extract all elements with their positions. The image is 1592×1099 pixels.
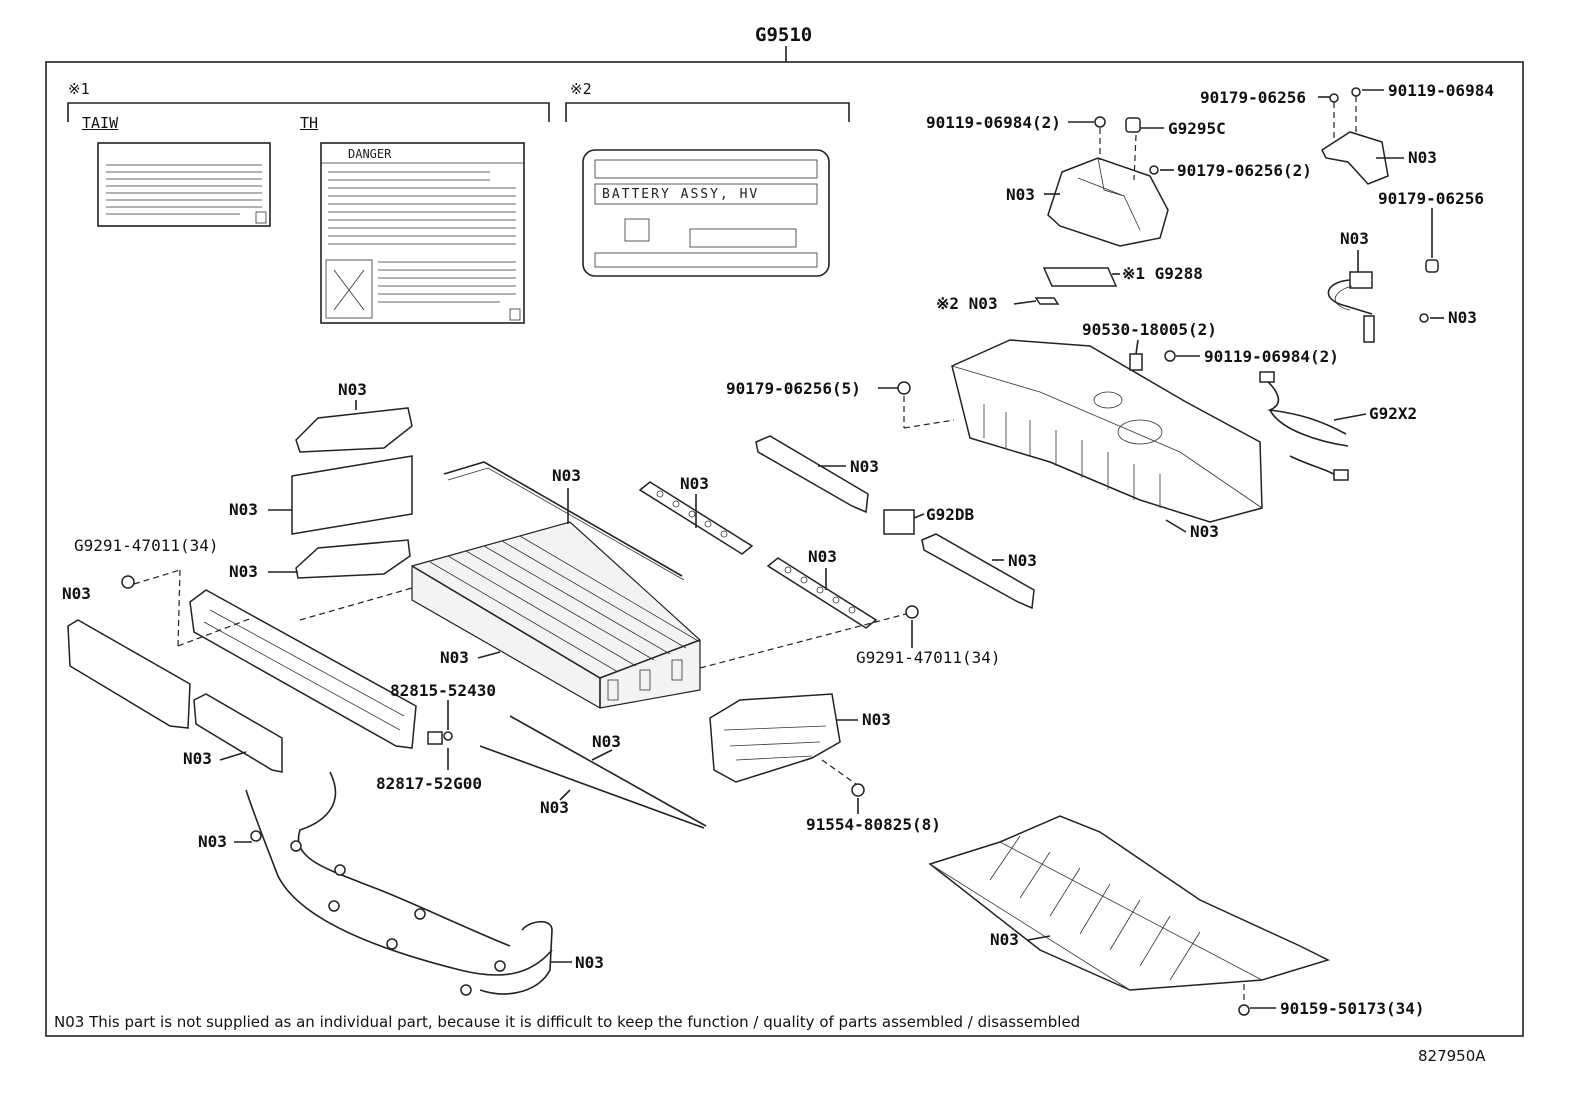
small-plate <box>193 693 283 773</box>
callout-90119-06984-top: 90119-06984 <box>1388 81 1494 100</box>
right-bracket-part <box>1321 87 1389 185</box>
callout-g92x2: G92X2 <box>1369 404 1418 423</box>
callout-90530-18005: 90530-18005(2) <box>1082 320 1217 339</box>
callout-n03-module: N03 <box>440 648 469 667</box>
callout-91554: 91554-80825(8) <box>806 815 941 834</box>
battery-module <box>411 521 701 709</box>
rod-bottom-b <box>509 715 707 827</box>
callout-n03-rod-b2: N03 <box>540 798 569 817</box>
callout-n03-tray: N03 <box>990 930 1019 949</box>
lower-plate <box>295 539 411 579</box>
n03-small-label <box>1034 297 1060 305</box>
callout-n03-busbar-a: N03 <box>680 474 709 493</box>
callout-n03-cover: N03 <box>1006 185 1035 204</box>
callout-n03-bracket-bottom: N03 <box>862 710 891 729</box>
diagram-frame <box>45 61 1524 1037</box>
callout-g9288: ※1 G9288 <box>1122 264 1203 283</box>
group2-mark: ※2 <box>570 80 592 98</box>
taiw-caution-label <box>97 142 271 227</box>
callout-82817: 82817-52G00 <box>376 774 482 793</box>
callout-n03-rod-b1: N03 <box>592 732 621 751</box>
callout-n03-harness-a: N03 <box>198 832 227 851</box>
rail-a <box>755 435 869 514</box>
callout-g9295c: G9295C <box>1168 119 1226 138</box>
bottom-harness <box>245 771 553 996</box>
callout-90179-06256-5: 90179-06256(5) <box>726 379 861 398</box>
upper-cover-part <box>1047 157 1169 247</box>
th-danger-label <box>320 142 525 324</box>
g9288-sheet <box>1042 267 1118 287</box>
callout-90179-06256-mid: 90179-06256 <box>1378 189 1484 208</box>
callout-n03-label2: ※2 N03 <box>936 294 998 313</box>
group1-mark: ※1 <box>68 80 90 98</box>
callout-n03-end-plate: N03 <box>229 500 258 519</box>
danger-text: DANGER <box>348 147 392 161</box>
callout-90119-06984-2-b: 90119-06984(2) <box>1204 347 1339 366</box>
rod-bottom-a <box>479 745 705 829</box>
footnote: N03 This part is not supplied as an indi… <box>54 1013 1081 1031</box>
callout-n03-lower-plate: N03 <box>229 562 258 581</box>
callout-g92db: G92DB <box>926 505 975 524</box>
callout-n03-wire-small: N03 <box>1340 229 1369 248</box>
taiw-label-caption: TAIW <box>82 114 119 132</box>
callout-n03-nut-right: N03 <box>1448 308 1477 327</box>
busbar-b <box>766 557 878 629</box>
battery-case <box>951 339 1263 523</box>
top-plate <box>295 407 413 453</box>
callout-n03-rail-b: N03 <box>1008 551 1037 570</box>
callout-n03-case: N03 <box>1190 522 1219 541</box>
callout-82815: 82815-52430 <box>390 681 496 700</box>
callout-n03-rail-a: N03 <box>850 457 879 476</box>
g92db-sheet <box>883 509 915 535</box>
callout-g9291-left: G9291-47011(34) <box>74 536 219 555</box>
callout-n03-busbar-b: N03 <box>808 547 837 566</box>
callout-90179-06256-2: 90179-06256(2) <box>1177 161 1312 180</box>
figure-number: 827950A <box>1418 1047 1486 1065</box>
end-plate <box>291 455 413 535</box>
callout-g9291-right: G9291-47011(34) <box>856 648 1001 667</box>
callout-90159: 90159-50173(34) <box>1280 999 1425 1018</box>
callout-n03-small-plate: N03 <box>183 749 212 768</box>
callout-n03-side-plate: N03 <box>62 584 91 603</box>
callout-n03-bracket-right: N03 <box>1408 148 1437 167</box>
group2-bracket <box>565 102 850 122</box>
bottom-bracket <box>709 693 841 783</box>
group1-bracket <box>67 102 550 122</box>
callout-n03-harness-b: N03 <box>575 953 604 972</box>
rod-top <box>443 461 683 577</box>
g92x2-harness <box>1259 371 1349 481</box>
small-wire-part <box>1327 259 1439 343</box>
part-82817 <box>427 731 443 745</box>
nameplate-text: BATTERY ASSY, HV <box>602 187 760 202</box>
rail-b <box>921 533 1035 610</box>
bottom-tray <box>928 815 1331 991</box>
callout-90119-06984-2-a: 90119-06984(2) <box>926 113 1061 132</box>
th-label-caption: TH <box>300 114 319 132</box>
assembly-number: G9510 <box>755 24 813 46</box>
callout-90179-06256-top: 90179-06256 <box>1200 88 1306 107</box>
nameplate-label <box>582 149 830 277</box>
far-left-plate <box>67 619 191 729</box>
callout-n03-rod-top: N03 <box>552 466 581 485</box>
callout-n03-top-plate: N03 <box>338 380 367 399</box>
